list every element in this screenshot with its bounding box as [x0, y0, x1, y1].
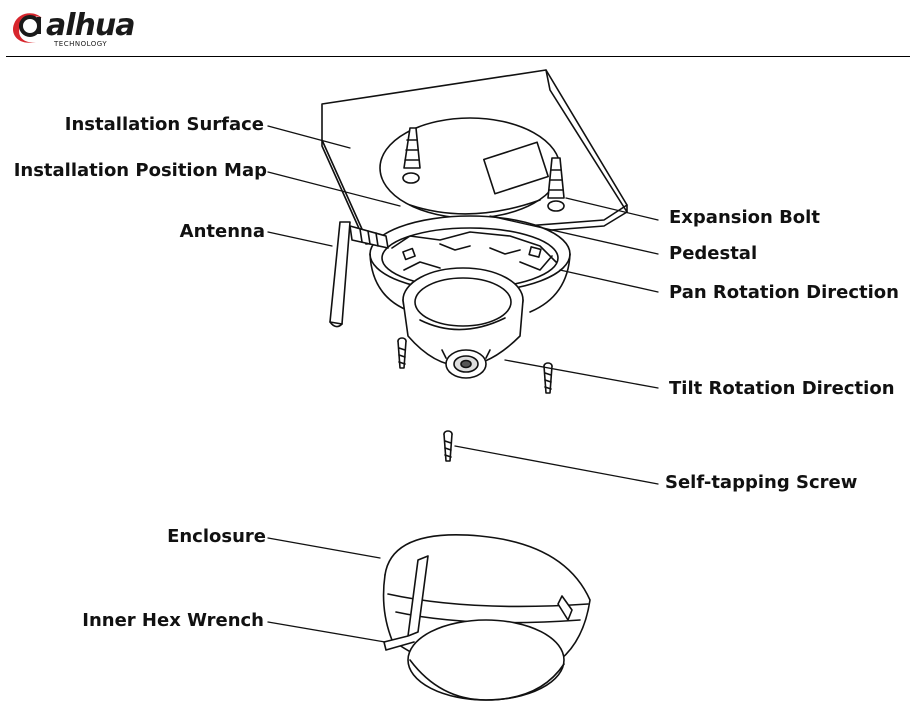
label-expansion-bolt: Expansion Bolt [669, 207, 820, 229]
mount-screw-left [398, 338, 406, 368]
label-enclosure: Enclosure [167, 526, 266, 548]
camera-module [403, 268, 523, 378]
antenna [330, 222, 388, 327]
label-pan-rotation-direction: Pan Rotation Direction [669, 282, 899, 304]
label-installation-position-map: Installation Position Map [14, 160, 267, 182]
label-inner-hex-wrench: Inner Hex Wrench [82, 610, 264, 632]
label-tilt-rotation-direction: Tilt Rotation Direction [669, 378, 895, 400]
label-pedestal: Pedestal [669, 243, 757, 265]
label-installation-surface: Installation Surface [65, 114, 264, 136]
self-tapping-screw [444, 431, 452, 461]
label-antenna: Antenna [180, 221, 265, 243]
label-self-tapping-screw: Self-tapping Screw [665, 472, 857, 494]
